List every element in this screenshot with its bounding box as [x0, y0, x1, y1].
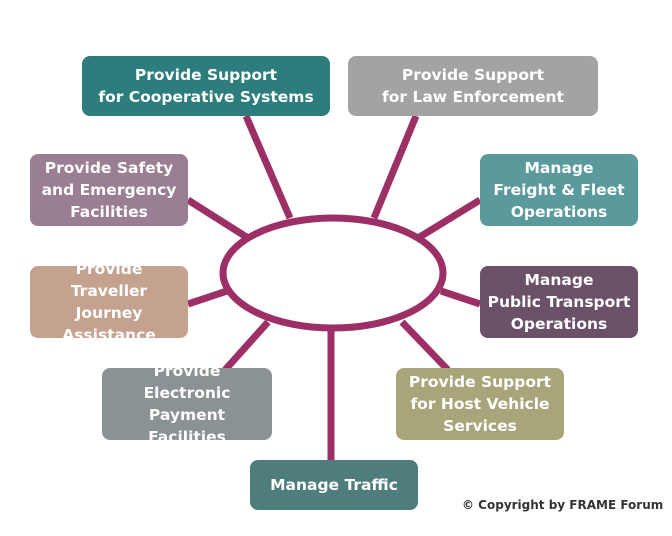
node-freight-fleet: Manage Freight & Fleet Operations [480, 154, 638, 226]
node-electronic-payment-label: Provide Electronic Payment Facilities [143, 362, 231, 446]
central-hub [219, 214, 447, 332]
node-cooperative-systems-label: Provide Support for Cooperative Systems [98, 66, 314, 106]
connector-host-vehicle [399, 319, 451, 373]
connector-safety-emergency [186, 197, 250, 241]
node-host-vehicle: Provide Support for Host Vehicle Service… [396, 368, 564, 440]
node-law-enforcement: Provide Support for Law Enforcement [348, 56, 598, 116]
node-manage-traffic: Manage Traffic [250, 460, 418, 510]
node-freight-fleet-label: Manage Freight & Fleet Operations [493, 159, 625, 221]
node-host-vehicle-label: Provide Support for Host Vehicle Service… [408, 373, 552, 435]
connector-traveller-journey [186, 287, 229, 308]
node-public-transport: Manage Public Transport Operations [480, 266, 638, 338]
node-cooperative-systems: Provide Support for Cooperative Systems [82, 56, 330, 116]
connector-law-enforcement [370, 114, 420, 220]
connector-freight-fleet [416, 197, 482, 241]
node-safety-emergency: Provide Safety and Emergency Facilities [30, 154, 188, 226]
connector-lines [186, 114, 482, 460]
connector-public-transport [439, 287, 482, 308]
node-public-transport-label: Manage Public Transport Operations [487, 271, 631, 333]
node-manage-traffic-label: Manage Traffic [270, 476, 398, 494]
node-electronic-payment: Provide Electronic Payment Facilities [102, 362, 272, 446]
connector-electronic-payment [222, 319, 271, 373]
connector-cooperative-systems [242, 114, 294, 220]
node-safety-emergency-label: Provide Safety and Emergency Facilities [41, 159, 177, 221]
node-law-enforcement-label: Provide Support for Law Enforcement [382, 66, 564, 106]
copyright-notice: © Copyright by FRAME Forum [462, 498, 664, 512]
node-traveller-journey: Provide Traveller Journey Assistance [30, 260, 188, 344]
node-traveller-journey-label: Provide Traveller Journey Assistance [62, 260, 156, 344]
